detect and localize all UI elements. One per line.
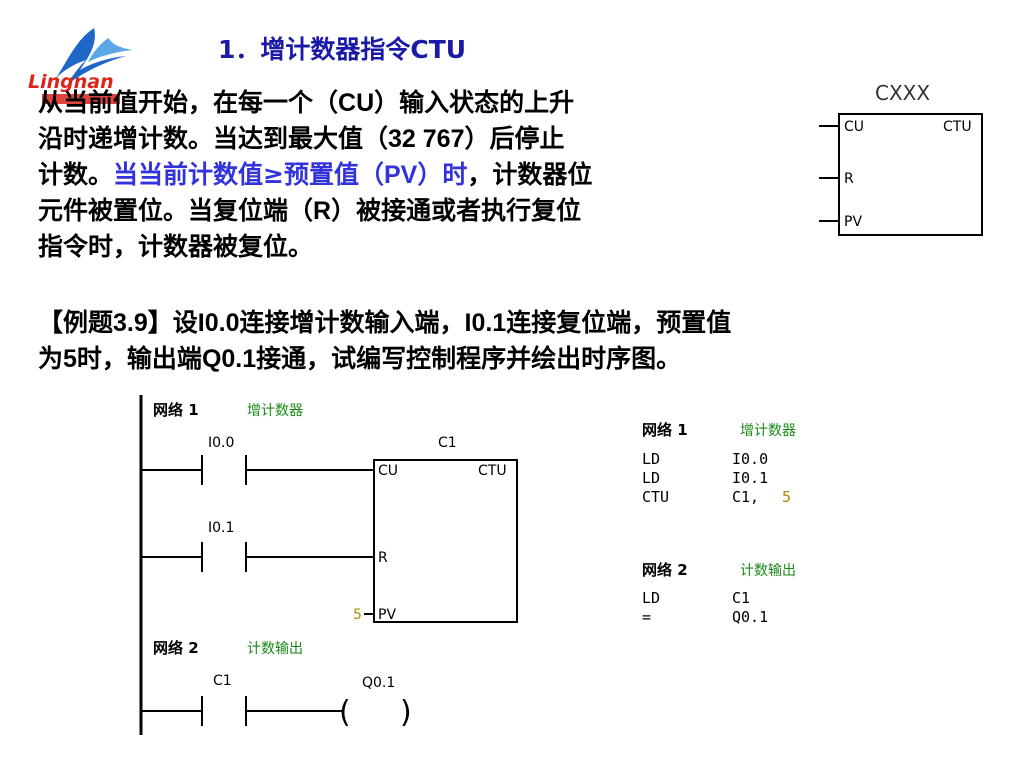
contact-i01[interactable] (141, 542, 374, 572)
stl-row-3-pv: 5 (782, 488, 791, 506)
coil-close-paren: ) (400, 695, 412, 730)
logo-swoosh-light (88, 38, 132, 62)
ctu-block-label: CXXX (875, 81, 930, 105)
intro-line-1: 从当前值开始，在每一个（CU）输入状态的上升 (38, 88, 575, 117)
ctu-ctu-label: CTU (943, 119, 972, 135)
counter-r-label: R (378, 550, 388, 566)
contact-i00[interactable] (141, 455, 374, 485)
coil-open-paren: ( (339, 695, 351, 730)
highlight-condition: 当当前计数值≥预置值（PV）时 (113, 160, 468, 189)
stl-network-1-title: 增计数器 (740, 423, 796, 439)
stl-network-2-label: 网络 2 (642, 561, 688, 579)
stl-row-1-op: LD (642, 450, 660, 468)
example-line-2: 为5时，输出端Q0.1接通，试编写控制程序并绘出时序图。 (38, 344, 682, 373)
contact-i01-label: I0.1 (208, 520, 234, 536)
stl-row-3-arg: C1, (732, 488, 759, 506)
example-paragraph: 【例题3.9】设I0.0连接增计数输入端，I0.1连接复位端，预置值 为5时，输… (38, 305, 1008, 377)
ladder-network-2-label: 网络 2 (153, 639, 199, 657)
contact-c1-label: C1 (213, 673, 232, 689)
ladder-diagram: 网络 1 增计数器 I0.0 C1 CU CTU I0.1 R 5 PV 网络 … (139, 395, 518, 735)
stl-row-4-arg: C1 (732, 589, 750, 607)
contact-i00-label: I0.0 (208, 435, 234, 451)
coil-q01[interactable]: ( ) (339, 695, 412, 730)
ctu-block-box (838, 113, 983, 236)
counter-c1-name: C1 (438, 435, 457, 451)
ctu-cu-label: CU (844, 119, 864, 135)
intro-line-5: 指令时，计数器被复位。 (38, 232, 314, 261)
intro-line-3: 计数。当当前计数值≥预置值（PV）时，计数器位 (38, 160, 593, 189)
example-line-1: 【例题3.9】设I0.0连接增计数输入端，I0.1连接复位端，预置值 (38, 308, 732, 337)
ctu-block-diagram: CXXX CU CTU R PV (819, 81, 983, 236)
logo-swoosh-dark (56, 28, 126, 84)
ctu-r-label: R (844, 171, 854, 187)
stl-row-3-op: CTU (642, 488, 669, 506)
stl-row-4-op: LD (642, 589, 660, 607)
counter-pv-value: 5 (353, 607, 362, 623)
stl-row-1-arg: I0.0 (732, 450, 768, 468)
stl-network-1-label: 网络 1 (642, 421, 688, 439)
counter-pv-label: PV (378, 607, 396, 623)
ctu-pv-label: PV (844, 214, 862, 230)
ladder-network-1-label: 网络 1 (153, 401, 199, 419)
stl-row-2-arg: I0.1 (732, 469, 768, 487)
counter-c1-box[interactable] (373, 459, 518, 623)
stl-listing: 网络 1 增计数器 LD I0.0 LD I0.1 CTU C1, 5 网络 2… (642, 421, 796, 626)
logo-underline (42, 94, 120, 104)
coil-q01-label: Q0.1 (362, 675, 395, 691)
ladder-network-1-title: 增计数器 (247, 403, 303, 419)
stl-network-2-title: 计数输出 (740, 563, 796, 579)
slide-title: 1．增计数器指令CTU (218, 35, 467, 64)
ladder-network-2-title: 计数输出 (247, 641, 303, 657)
lingnan-logo: Lingnan (28, 28, 132, 104)
counter-cu-label: CU (378, 463, 398, 479)
stl-row-2-op: LD (642, 469, 660, 487)
logo-text: Lingnan (28, 71, 114, 93)
intro-line-2: 沿时递增计数。当达到最大值（32 767）后停止 (38, 124, 565, 153)
contact-c1[interactable] (141, 696, 342, 726)
stl-row-5-arg: Q0.1 (732, 608, 768, 626)
stl-row-5-op: = (642, 608, 651, 626)
counter-ctu-label: CTU (478, 463, 507, 479)
intro-line-4: 元件被置位。当复位端（R）被接通或者执行复位 (38, 196, 582, 225)
intro-paragraph: 从当前值开始，在每一个（CU）输入状态的上升 沿时递增计数。当达到最大值（32 … (38, 85, 798, 265)
